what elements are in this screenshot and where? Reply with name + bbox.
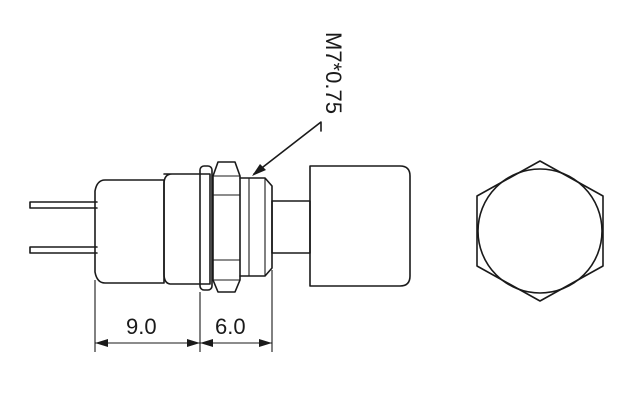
front-view-circle xyxy=(477,168,603,294)
dim-body-length-label: 9.0 xyxy=(126,314,157,339)
front-view-hexagon xyxy=(476,160,604,302)
nut-body xyxy=(212,161,241,293)
washer xyxy=(199,165,213,291)
dimension-9 xyxy=(95,339,200,347)
plunger-stem xyxy=(271,200,311,254)
hex-nut xyxy=(199,161,241,293)
thread-leader xyxy=(252,121,322,176)
front-housing xyxy=(163,173,211,285)
front-view xyxy=(476,160,604,302)
leader-arrowhead xyxy=(252,164,266,176)
thread-label: M7*0.75 xyxy=(321,32,346,114)
bushing-outline xyxy=(239,177,273,277)
button-cap xyxy=(309,165,411,287)
terminal-lower xyxy=(29,246,98,254)
terminals xyxy=(29,201,98,254)
threaded-bushing xyxy=(239,177,273,277)
terminal-upper xyxy=(29,201,98,209)
leader-line xyxy=(253,121,322,175)
dimension-extensions xyxy=(94,270,273,352)
dimension-6 xyxy=(200,339,272,347)
rear-body xyxy=(94,179,165,284)
dim-thread-length-label: 6.0 xyxy=(215,314,246,339)
